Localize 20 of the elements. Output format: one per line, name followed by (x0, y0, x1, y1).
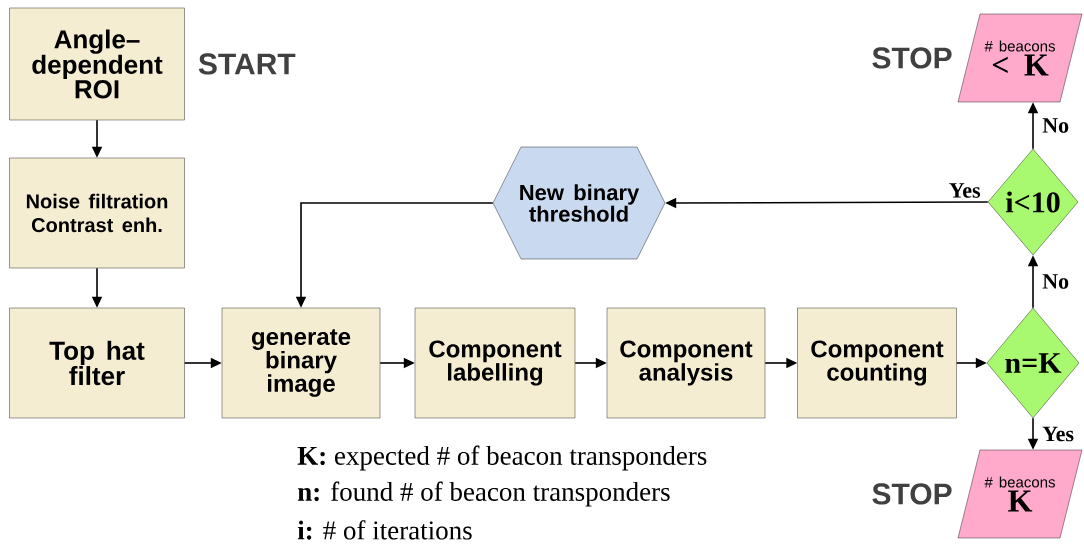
note-text: i: # of iterations (297, 520, 472, 540)
process-box: Component counting (797, 307, 957, 419)
terminal-parallelogram: # beacons < K (957, 13, 1083, 103)
process-box: Component analysis (606, 307, 766, 419)
process-box: Top hat filter (9, 307, 185, 419)
note-text: K: expected # of beacon transponders (297, 445, 707, 471)
preparation-hexagon: New binary threshold (492, 146, 666, 260)
edge-label: No (1041, 273, 1071, 290)
terminal-parallelogram: # beacons K (957, 449, 1083, 539)
process-box: Component labelling (414, 307, 576, 419)
terminal-label: STOP (872, 47, 952, 69)
process-box: generate binary image (221, 307, 381, 419)
note-text: n: found # of beacon transponders (297, 481, 670, 507)
process-box: Angle–dependent ROI (9, 7, 185, 121)
terminal-label: STOP (872, 483, 952, 505)
edge-label: No (1041, 117, 1071, 134)
terminal-label: START (198, 53, 296, 75)
edge-label: Yes (1041, 425, 1075, 443)
process-box: Noise filtration Contrast enh. (9, 157, 185, 269)
edge-label: Yes (947, 182, 982, 199)
